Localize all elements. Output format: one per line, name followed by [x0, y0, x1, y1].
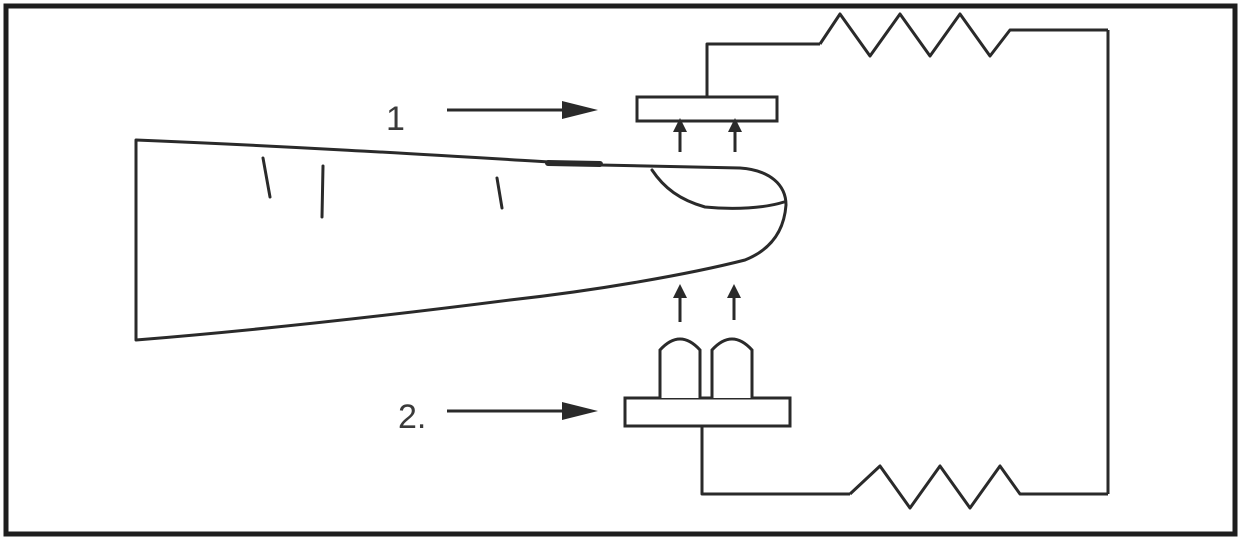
bottom-sensor [623, 284, 792, 428]
top-wire [705, 42, 820, 97]
circuit [700, 12, 1110, 510]
bottom-sensor-plate [623, 396, 792, 428]
top-sensor-plate [635, 95, 779, 123]
top-resistor [818, 12, 1108, 58]
outer-frame [3, 3, 1238, 537]
finger-outline [134, 138, 788, 342]
knuckle-crease-3 [495, 176, 504, 210]
knuckle-crease-2 [320, 164, 325, 219]
top-sensor [635, 95, 779, 152]
led-right [710, 337, 754, 398]
bottom-wire [700, 426, 850, 496]
led-left [658, 337, 702, 398]
arrow-1 [447, 101, 598, 119]
label-1: 1 [386, 100, 405, 138]
top-contact-patch [545, 160, 603, 167]
finger [134, 138, 788, 342]
knuckle-crease-1 [261, 156, 272, 199]
label-2: 2. [398, 398, 426, 436]
fingernail [650, 168, 786, 210]
bottom-resistor [848, 464, 1108, 510]
arrow-2 [447, 402, 598, 420]
